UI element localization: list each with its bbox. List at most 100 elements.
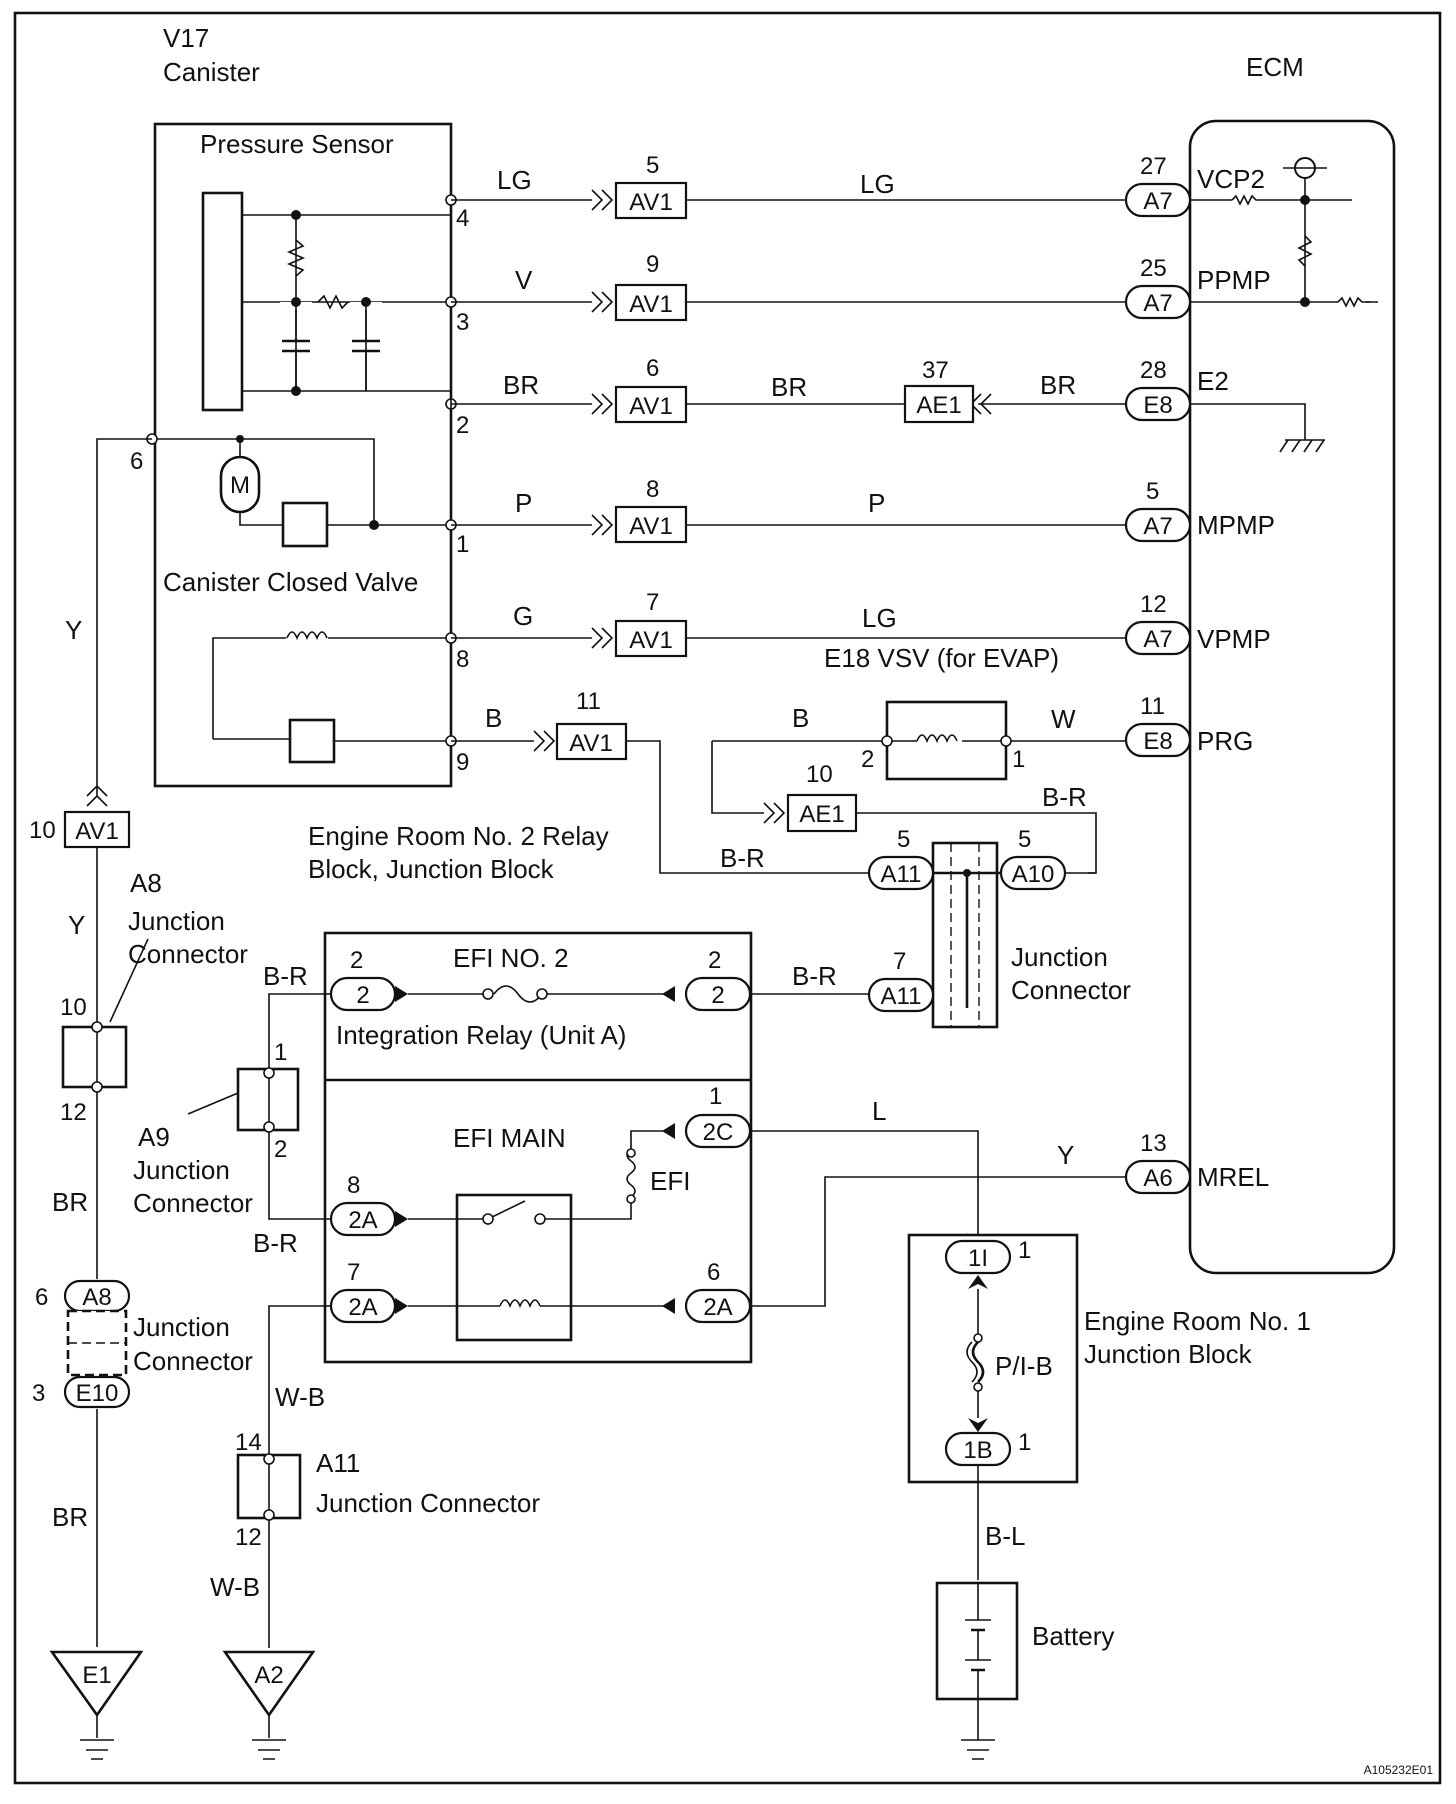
left-branch: A8 Junction Connector 10 12 A8 E10 6 3 J… <box>32 438 253 1760</box>
integration-relay: EFI NO. 2 Integration Relay (Unit A) 2 2… <box>323 931 869 1364</box>
wire-w-b-2: W-B <box>210 1572 260 1602</box>
ir-pin-2-right: 2 <box>708 947 721 974</box>
pib-fuse-label: P/I-B <box>995 1351 1053 1381</box>
ir-tag-2a-7: 2A <box>348 1294 377 1321</box>
canister-block: V17 Canister Pressure Sensor M Canister … <box>130 23 469 788</box>
figure-id: A105232E01 <box>1364 1763 1434 1777</box>
wire-lg-1: LG <box>497 165 532 195</box>
wire-color-labels: LG LG V BR BR BR P P G LG B B W B-R B-R … <box>52 165 1087 1602</box>
a9-pin-1: 1 <box>274 1039 287 1066</box>
ecm-terminal-prg: PRG <box>1197 726 1253 756</box>
wire-y-3: Y <box>1057 1140 1074 1170</box>
vsv-pin-2: 2 <box>861 746 874 773</box>
a9-pin-2: 2 <box>274 1136 287 1163</box>
efi-fuse-label: EFI <box>650 1166 690 1196</box>
canister-pin-9: 9 <box>456 749 469 776</box>
a11-junction-label: Junction Connector <box>316 1488 540 1518</box>
wire-b-2: B <box>792 703 809 733</box>
canister-pin-8: 8 <box>456 646 469 673</box>
er1-junction-block: 1I 1 P/I-B 1B 1 Engine Room No. 1 Juncti… <box>907 1233 1311 1760</box>
av1-tag-g: AV1 <box>629 627 673 654</box>
er1-tag-1i: 1I <box>968 1245 988 1272</box>
wire-w: W <box>1051 704 1076 734</box>
ae1-tag-br: AE1 <box>916 392 961 419</box>
ecm-terminal-vpmp: VPMP <box>1197 624 1271 654</box>
jc-pin-6: 6 <box>35 1284 48 1311</box>
e8-tag-e2: E8 <box>1143 392 1172 419</box>
canister-title: Canister <box>163 57 260 87</box>
ir-pin-7: 7 <box>347 1259 360 1286</box>
ecm-block: ECM VCP2 PPMP E2 MPMP VPMP PRG MREL <box>1188 52 1396 1275</box>
a8-pin-10: 10 <box>60 994 87 1021</box>
ecm-pin-28: 28 <box>1140 357 1167 384</box>
wire-lg-3: LG <box>862 603 897 633</box>
av1-pin-10: 10 <box>29 817 56 844</box>
ecm-pin-12: 12 <box>1140 591 1167 618</box>
ir-pin-2-left: 2 <box>350 947 363 974</box>
ecm-pin-27: 27 <box>1140 153 1167 180</box>
er1-label-line1: Engine Room No. 1 <box>1084 1306 1311 1336</box>
ir-pin-1: 1 <box>709 1083 722 1110</box>
wire-l: L <box>872 1096 886 1126</box>
e10-tag: E10 <box>76 1380 119 1407</box>
er1-label-line2: Junction Block <box>1084 1339 1253 1369</box>
a11-pin-5: 5 <box>897 826 910 853</box>
a7-tag-mpmp: A7 <box>1143 513 1172 540</box>
a9-code: A9 <box>138 1122 170 1152</box>
a10-pin-5: 5 <box>1018 826 1031 853</box>
vsv-pin-1: 1 <box>1012 746 1025 773</box>
ground-a2-label: A2 <box>254 1662 283 1689</box>
ecm-pin-11: 11 <box>1140 693 1165 720</box>
canister-pin-4: 4 <box>456 205 469 232</box>
wire-v: V <box>515 265 533 295</box>
canister-pin-2: 2 <box>456 412 469 439</box>
wire-g: G <box>513 601 533 631</box>
ecm-pin-25: 25 <box>1140 255 1167 282</box>
av1-pin-8: 8 <box>646 476 659 503</box>
a11-junction-pin-14: 14 <box>235 1429 262 1456</box>
av1-tag-y: AV1 <box>75 818 119 845</box>
a7-tag-vpmp: A7 <box>1143 626 1172 653</box>
a10-tag-b-r: A10 <box>1012 861 1055 888</box>
av1-pin-11: 11 <box>576 688 601 715</box>
wire-p-1: P <box>515 488 532 518</box>
ir-tag-2-left: 2 <box>356 982 369 1009</box>
ecm-terminal-vcp2: VCP2 <box>1197 164 1265 194</box>
battery-label: Battery <box>1032 1621 1114 1651</box>
wire-lg-2: LG <box>860 169 895 199</box>
a8-code: A8 <box>130 868 162 898</box>
a8e10-junction-label: Junction <box>133 1312 230 1342</box>
wire-br-4: BR <box>52 1187 88 1217</box>
ecm-title: ECM <box>1246 52 1304 82</box>
ae1-tag-br-r: AE1 <box>799 801 844 828</box>
ir-tag-2c: 2C <box>703 1119 734 1146</box>
ir-tag-2a-6: 2A <box>703 1294 732 1321</box>
av1-pin-9: 9 <box>646 251 659 278</box>
wire-br-3: BR <box>1040 370 1076 400</box>
canister-code: V17 <box>163 23 209 53</box>
wire-br-5: BR <box>52 1502 88 1532</box>
er1-pin-1b: 1 <box>1018 1429 1031 1456</box>
wire-b-r-2: B-R <box>720 843 765 873</box>
pressure-sensor-label: Pressure Sensor <box>200 129 394 159</box>
ecm-terminal-ppmp: PPMP <box>1197 265 1271 295</box>
ecm-terminal-mpmp: MPMP <box>1197 510 1275 540</box>
er1-pin-1i: 1 <box>1018 1237 1031 1264</box>
a8e10-connector-label: Connector <box>133 1346 253 1376</box>
jc-label-line1: Junction <box>1011 942 1108 972</box>
wire-br-2: BR <box>771 372 807 402</box>
a7-tag-ppmp: A7 <box>1143 290 1172 317</box>
ir-tag-2-right: 2 <box>711 982 724 1009</box>
a11-junction-pin-12: 12 <box>235 1524 262 1551</box>
av1-tag-lg: AV1 <box>629 189 673 216</box>
av1-tag-v: AV1 <box>629 291 673 318</box>
a8-pin-12: 12 <box>60 1099 87 1126</box>
ae1-connectors: AE1 37 AE1 10 <box>786 357 975 833</box>
av1-tag-p: AV1 <box>629 513 673 540</box>
a7-tag-vcp2: A7 <box>1143 188 1172 215</box>
jc-label-line2: Connector <box>1011 975 1131 1005</box>
a8-connector-label: Connector <box>128 939 248 969</box>
efi-main-label: EFI MAIN <box>453 1123 566 1153</box>
canister-pin-6: 6 <box>130 448 143 475</box>
wire-y-1: Y <box>65 615 82 645</box>
